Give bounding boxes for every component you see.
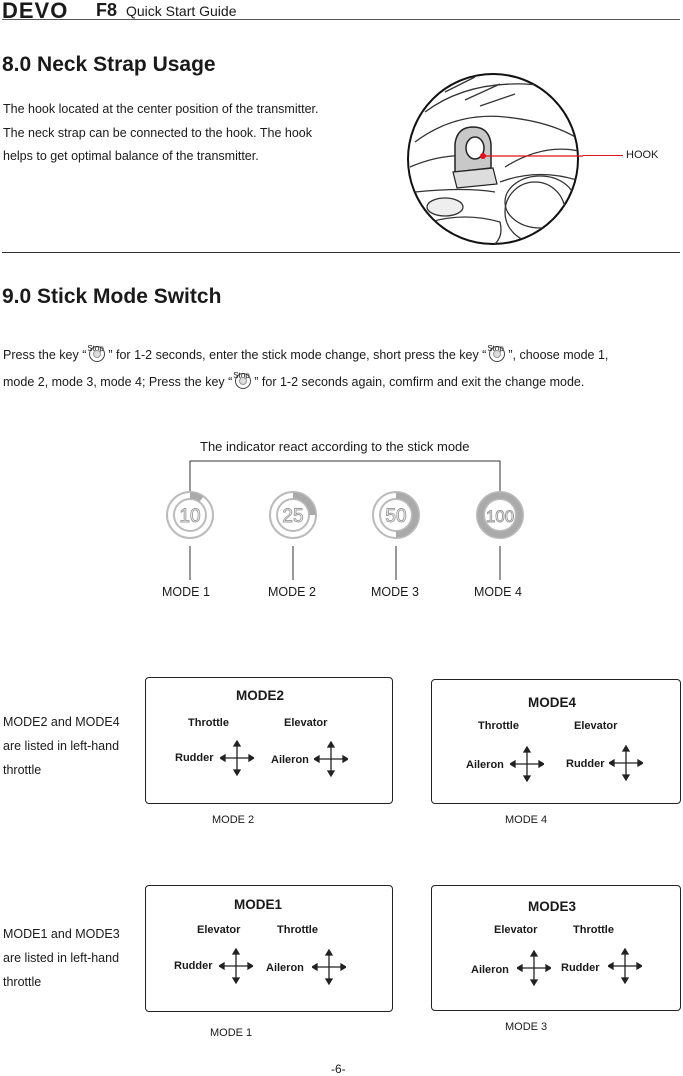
mode-box-caption: MODE 4 bbox=[505, 814, 548, 826]
text-run: mode 2, mode 3, mode 4; Press the key “ bbox=[3, 375, 233, 389]
indicator-progress-arc bbox=[477, 492, 523, 538]
section-8-text: The hook located at the center position … bbox=[3, 98, 393, 169]
text-run: ” for 1-2 seconds, enter the stick mode … bbox=[108, 348, 487, 362]
stick-label: Rudder bbox=[561, 962, 600, 974]
group-a-note: MODE2 and MODE4 are listed in left-hand … bbox=[3, 710, 120, 782]
indicator-mode-label: MODE 1 bbox=[162, 585, 210, 599]
stop-key-icon: Stop bbox=[87, 344, 106, 362]
page-number: -6- bbox=[331, 1062, 346, 1076]
stick-label: Rudder bbox=[174, 960, 213, 972]
section-9-text: Press the key “Stop” for 1-2 seconds, en… bbox=[3, 342, 683, 396]
model-name: F8 bbox=[96, 0, 118, 20]
text-run: ”, choose mode 1, bbox=[508, 348, 609, 362]
note-line: are listed in left-hand bbox=[3, 739, 120, 753]
brand-logo: DEVO bbox=[2, 0, 69, 23]
section-9-line-1: Press the key “Stop” for 1-2 seconds, en… bbox=[3, 342, 683, 369]
stick-label: Throttle bbox=[573, 924, 614, 936]
section-8-line: The neck strap can be connected to the h… bbox=[3, 125, 313, 140]
stick-arrows-icon bbox=[609, 745, 643, 781]
stick-label: Elevator bbox=[574, 720, 618, 732]
mode-box-caption: MODE 1 bbox=[210, 1027, 253, 1039]
indicator-value: 50 bbox=[385, 506, 406, 527]
stick-arrows-icon bbox=[219, 948, 253, 984]
stick-label: Throttle bbox=[478, 720, 519, 732]
stick-arrows-icon bbox=[608, 948, 642, 984]
indicator-dial: 100 bbox=[476, 491, 524, 580]
mode-box-title: MODE4 bbox=[528, 695, 577, 710]
stop-key-icon: Stop bbox=[233, 371, 252, 389]
indicator-value: 25 bbox=[282, 506, 303, 527]
mode2-box: MODE2 Throttle Elevator Rudder Aileron bbox=[145, 677, 393, 804]
mode-box-caption: MODE 3 bbox=[505, 1021, 548, 1033]
note-line: are listed in left-hand bbox=[3, 951, 120, 965]
section-8-line: helps to get optimal balance of the tran… bbox=[3, 149, 259, 163]
indicator-mode-label: MODE 2 bbox=[268, 585, 316, 599]
stick-label: Throttle bbox=[188, 717, 229, 729]
stick-label: Aileron bbox=[271, 754, 309, 766]
stick-label: Aileron bbox=[471, 964, 509, 976]
group-b-note: MODE1 and MODE3 are listed in left-hand … bbox=[3, 922, 120, 994]
text-run: Press the key “ bbox=[3, 348, 87, 362]
section-9-line-2: mode 2, mode 3, mode 4; Press the key “S… bbox=[3, 369, 683, 396]
note-line: MODE1 and MODE3 bbox=[3, 927, 120, 941]
indicator-caption: The indicator react according to the sti… bbox=[200, 439, 470, 454]
section-9-heading: 9.0 Stick Mode Switch bbox=[2, 285, 222, 308]
stick-label: Elevator bbox=[494, 924, 538, 936]
note-line: throttle bbox=[3, 763, 42, 777]
guide-title: Quick Start Guide bbox=[126, 3, 237, 19]
mode3-box: MODE3 Elevator Throttle Aileron Rudder bbox=[431, 885, 681, 1011]
hook-pointer-line bbox=[583, 155, 623, 156]
indicator-value: 100 bbox=[486, 507, 514, 526]
section-8-heading: 8.0 Neck Strap Usage bbox=[2, 53, 216, 76]
stick-label: Elevator bbox=[284, 717, 328, 729]
stick-arrows-icon bbox=[314, 741, 348, 777]
stick-arrows-icon bbox=[312, 949, 346, 985]
indicator-diagram: 10 25 50 100 bbox=[166, 460, 524, 580]
stick-label: Rudder bbox=[566, 758, 605, 770]
indicator-value: 10 bbox=[179, 506, 200, 527]
header-rule bbox=[2, 19, 680, 20]
stick-label: Throttle bbox=[277, 924, 318, 936]
hook-part bbox=[452, 126, 498, 189]
hook-label: HOOK bbox=[626, 149, 659, 161]
indicator-mode-label: MODE 3 bbox=[371, 585, 419, 599]
stick-label: Aileron bbox=[466, 759, 504, 771]
indicator-progress-arc bbox=[189, 492, 204, 502]
indicator-dial: 25 bbox=[269, 491, 317, 580]
mode-box-title: MODE2 bbox=[236, 688, 285, 703]
indicator-mode-label: MODE 4 bbox=[474, 585, 522, 599]
note-line: MODE2 and MODE4 bbox=[3, 715, 120, 729]
note-line: throttle bbox=[3, 975, 42, 989]
indicator-progress-arc bbox=[395, 492, 419, 538]
stop-key-label: Stop bbox=[487, 344, 504, 353]
section-8-line: The hook located at the center position … bbox=[3, 102, 319, 116]
text-run: ” for 1-2 seconds again, comfirm and exi… bbox=[254, 375, 585, 389]
mode-box-title: MODE3 bbox=[528, 899, 577, 914]
mode4-box: MODE4 Throttle Elevator Aileron Rudder bbox=[431, 679, 681, 804]
indicator-dial: 10 bbox=[166, 491, 214, 580]
stick-label: Rudder bbox=[175, 752, 214, 764]
stick-arrows-icon bbox=[517, 950, 551, 986]
stick-arrows-icon bbox=[510, 746, 544, 782]
indicator-progress-arc bbox=[292, 492, 316, 516]
indicator-dial: 50 bbox=[372, 491, 420, 580]
stop-key-icon: Stop bbox=[487, 344, 506, 362]
mode1-box: MODE1 Elevator Throttle Rudder Aileron bbox=[145, 885, 393, 1012]
hook-illustration bbox=[407, 73, 583, 245]
stick-label: Aileron bbox=[266, 962, 304, 974]
mode-box-title: MODE1 bbox=[234, 897, 283, 912]
stick-arrows-icon bbox=[220, 740, 254, 776]
stop-key-label: Stop bbox=[233, 371, 250, 380]
stop-key-label: Stop bbox=[87, 344, 104, 353]
mode-box-caption: MODE 2 bbox=[212, 814, 255, 826]
section-divider bbox=[2, 252, 680, 253]
stick-label: Elevator bbox=[197, 924, 241, 936]
